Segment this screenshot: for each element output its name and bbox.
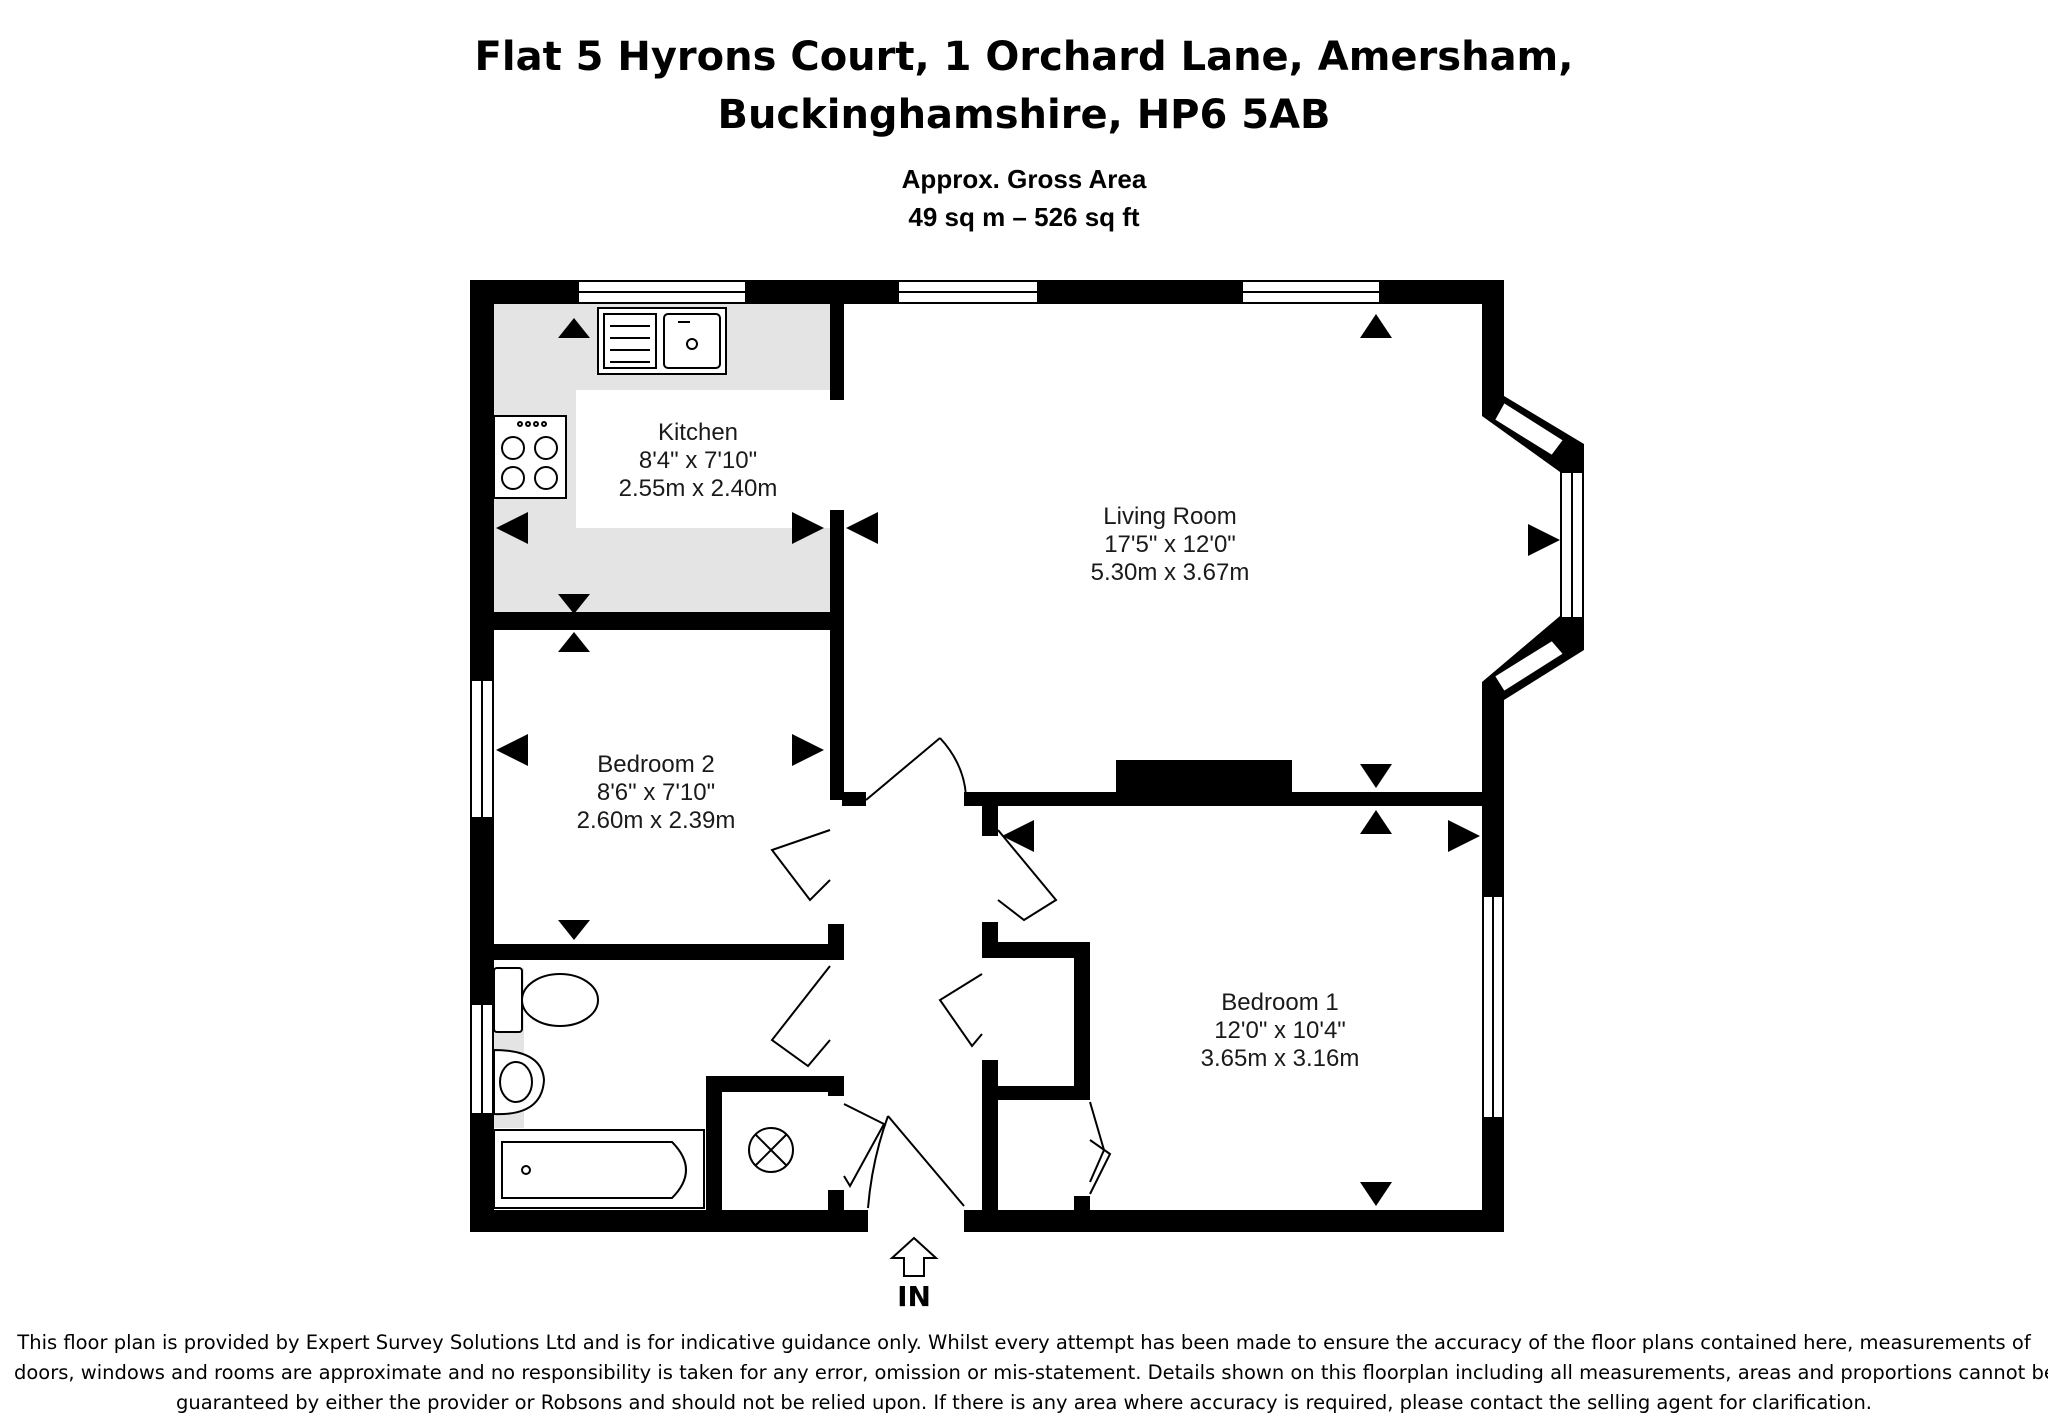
cooker-hob-icon [493,415,567,499]
room-label-kitchen: Kitchen 8'4" x 7'10" 2.55m x 2.40m [619,419,778,502]
bedroom2-metric: 2.60m x 2.39m [577,807,736,834]
bay-window-lower [1492,638,1566,694]
gross-area-value: 49 sq m – 526 sq ft [908,202,1140,232]
bedroom1-imperial: 12'0" x 10'4" [1214,1017,1346,1044]
bay-window-upper [1492,400,1566,458]
cylinder-door [843,1103,886,1189]
bedroom1-door [997,829,1058,922]
wall-bottom-right [964,1210,1504,1232]
bath-icon [493,1129,705,1209]
boiler-cylinder-icon [748,1127,794,1173]
disclaimer-line-3: guaranteed by either the provider or Rob… [176,1391,1872,1414]
cupboard-door [938,973,983,1048]
living-room-name: Living Room [1103,503,1236,530]
dimension-arrows [496,314,1560,1206]
kitchen-imperial: 8'4" x 7'10" [639,447,757,474]
entrance-arrow-icon [889,1236,939,1277]
bedroom2-imperial: 8'6" x 7'10" [597,779,715,806]
living-door [865,737,941,801]
room-label-bedroom2: Bedroom 2 8'6" x 7'10" 2.60m x 2.39m [577,751,736,834]
wall-right-upper [1482,280,1504,400]
gross-area: Approx. Gross Area 49 sq m – 526 sq ft [0,160,2048,236]
bedroom1-name: Bedroom 1 [1221,989,1338,1016]
address-line-1: Flat 5 Hyrons Court, 1 Orchard Lane, Ame… [474,34,1574,80]
kitchen-sink-icon [597,307,727,375]
bedroom1-metric: 3.65m x 3.16m [1201,1045,1360,1072]
living-room-imperial: 17'5" x 12'0" [1104,531,1236,558]
disclaimer-line-1: This floor plan is provided by Expert Su… [17,1331,2031,1354]
wall-bottom-left [470,1210,868,1232]
gross-area-label: Approx. Gross Area [901,164,1147,194]
doors [770,737,1112,1209]
kitchen-name: Kitchen [658,419,738,446]
bedroom2-door [770,829,831,902]
room-label-living-room: Living Room 17'5" x 12'0" 5.30m x 3.67m [1091,503,1250,586]
toilet-icon [493,967,599,1033]
entrance-label: IN [897,1280,931,1313]
disclaimer-line-2: doors, windows and rooms are approximate… [14,1361,2048,1384]
fixtures [493,307,794,1209]
property-address: Flat 5 Hyrons Court, 1 Orchard Lane, Ame… [0,28,2048,144]
bedroom2-name: Bedroom 2 [597,751,714,778]
disclaimer: This floor plan is provided by Expert Su… [14,1328,2048,1418]
basin-icon [493,1048,546,1116]
room-label-bedroom1: Bedroom 1 12'0" x 10'4" 3.65m x 3.16m [1201,989,1360,1072]
windows [470,280,1584,1119]
kitchen-metric: 2.55m x 2.40m [619,475,778,502]
living-room-metric: 5.30m x 3.67m [1091,559,1250,586]
bathroom-door [770,965,831,1068]
entrance-door [887,1115,965,1207]
address-line-2: Buckinghamshire, HP6 5AB [717,92,1331,138]
